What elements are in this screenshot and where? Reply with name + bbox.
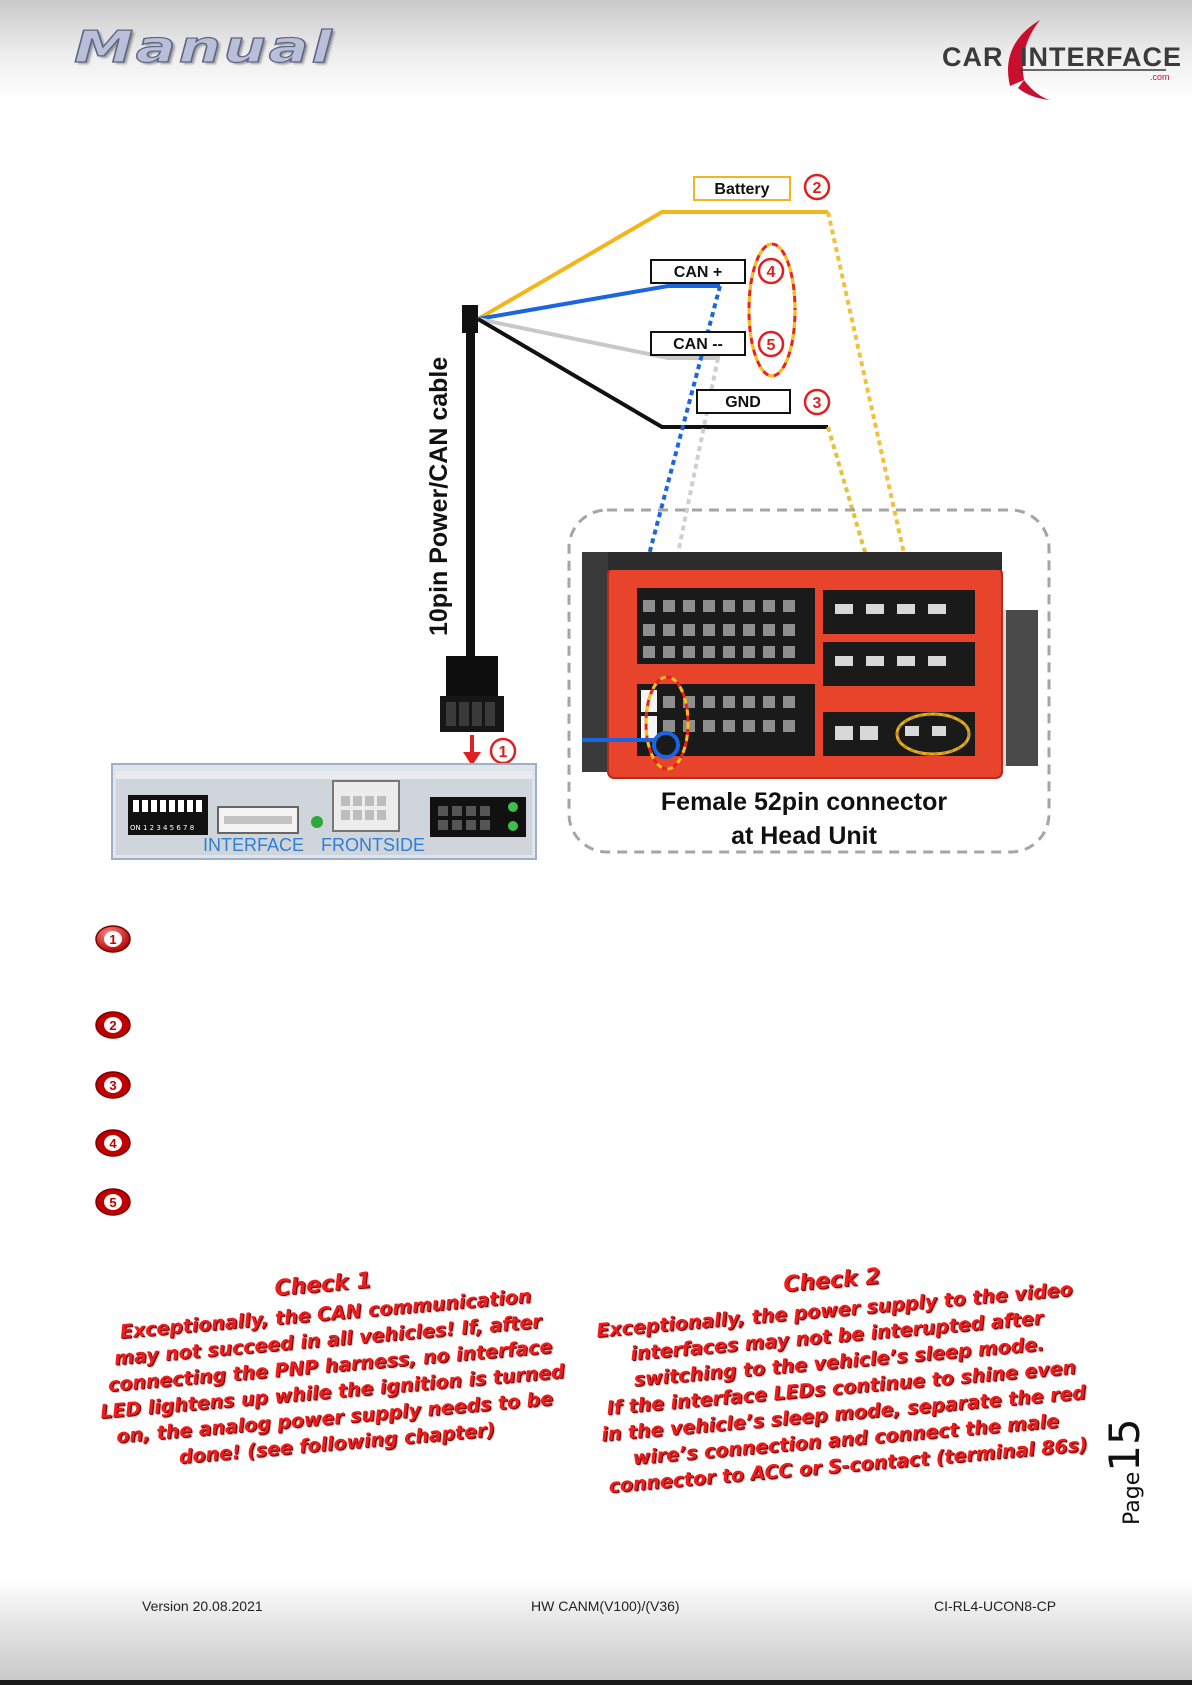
legend-marker-2: 2 (95, 1011, 131, 1039)
legend-marker-1: 1 (95, 925, 131, 953)
footer-hardware: HW CANM(V100)/(V36) (531, 1598, 680, 1614)
svg-text:CAR: CAR (942, 42, 1004, 72)
svg-text:Battery: Battery (714, 181, 769, 198)
connector-title-1: Female 52pin connector (661, 788, 947, 816)
frontside-label: FRONTSIDE (321, 835, 425, 855)
manual-title: Manual (73, 21, 335, 73)
breakout-plug (462, 305, 478, 333)
svg-text:3: 3 (813, 395, 822, 412)
can-plus-label-box (650, 259, 746, 284)
svg-text:5: 5 (767, 337, 776, 354)
svg-text:4: 4 (109, 1136, 117, 1151)
car-interface-logo: CAR INTERFACE .com (942, 20, 1180, 100)
footer-bar (0, 1680, 1192, 1685)
svg-text:4: 4 (767, 264, 776, 281)
svg-text:INTERFACE: INTERFACE (1020, 42, 1180, 72)
cable-label: 10pin Power/CAN cable (425, 357, 453, 636)
down-arrow-icon (463, 752, 481, 766)
footer-code: CI-RL4-UCON8-CP (934, 1598, 1057, 1614)
marker-1: 1 (489, 737, 517, 765)
svg-text:2: 2 (813, 180, 822, 197)
svg-text:CAN +: CAN + (674, 264, 722, 281)
wiring-diagram: 10pin Power/CAN cable Battery CAN + CAN … (111, 173, 1051, 860)
dip-switch: ON 1 2 3 4 5 6 7 8 (128, 795, 208, 835)
page-footer (0, 1580, 1192, 1685)
svg-text:2: 2 (109, 1018, 116, 1033)
battery-wire (476, 210, 828, 321)
can-minus-label-box (650, 331, 746, 356)
marker-5: 5 (757, 330, 785, 358)
gnd-label-box (696, 389, 791, 414)
cable-connector (446, 656, 498, 700)
check-2-note: Check 2 Exceptionally, the power supply … (542, 1243, 1138, 1504)
page-header: Manual CAR INTERFACE .com (0, 0, 1192, 100)
svg-text:GND: GND (725, 394, 761, 411)
gnd-wire (476, 317, 828, 429)
svg-text:CAN --: CAN -- (673, 336, 723, 353)
svg-text:ON 1 2 3 4 5 6 7 8: ON 1 2 3 4 5 6 7 8 (130, 824, 194, 832)
can-plus-wire (477, 284, 720, 321)
connector-frame (567, 508, 1051, 854)
legend-marker-4: 4 (95, 1129, 131, 1157)
footer-version: Version 20.08.2021 (142, 1598, 263, 1614)
main-cable (466, 332, 475, 662)
status-led (311, 816, 323, 828)
interface-label: INTERFACE (203, 835, 304, 855)
marker-4: 4 (757, 257, 785, 285)
svg-text:5: 5 (109, 1195, 116, 1210)
marker-2: 2 (803, 173, 831, 201)
legend-marker-5: 5 (95, 1188, 131, 1216)
svg-text:.com: .com (1150, 72, 1170, 82)
battery-label-box (693, 176, 791, 201)
svg-text:1: 1 (499, 744, 508, 761)
page-word: Page (1120, 1471, 1145, 1525)
can-plus-route (606, 285, 722, 711)
marker-3: 3 (803, 388, 831, 416)
connector-title-2: at Head Unit (731, 822, 878, 850)
svg-text:3: 3 (109, 1078, 116, 1093)
svg-text:1: 1 (109, 932, 116, 947)
legend-marker-3: 3 (95, 1071, 131, 1099)
check-1-note: Check 1 Exceptionally, the CAN communica… (49, 1248, 611, 1480)
page-number: Page15 (1100, 1418, 1149, 1525)
page-number-value: 15 (1100, 1418, 1149, 1472)
